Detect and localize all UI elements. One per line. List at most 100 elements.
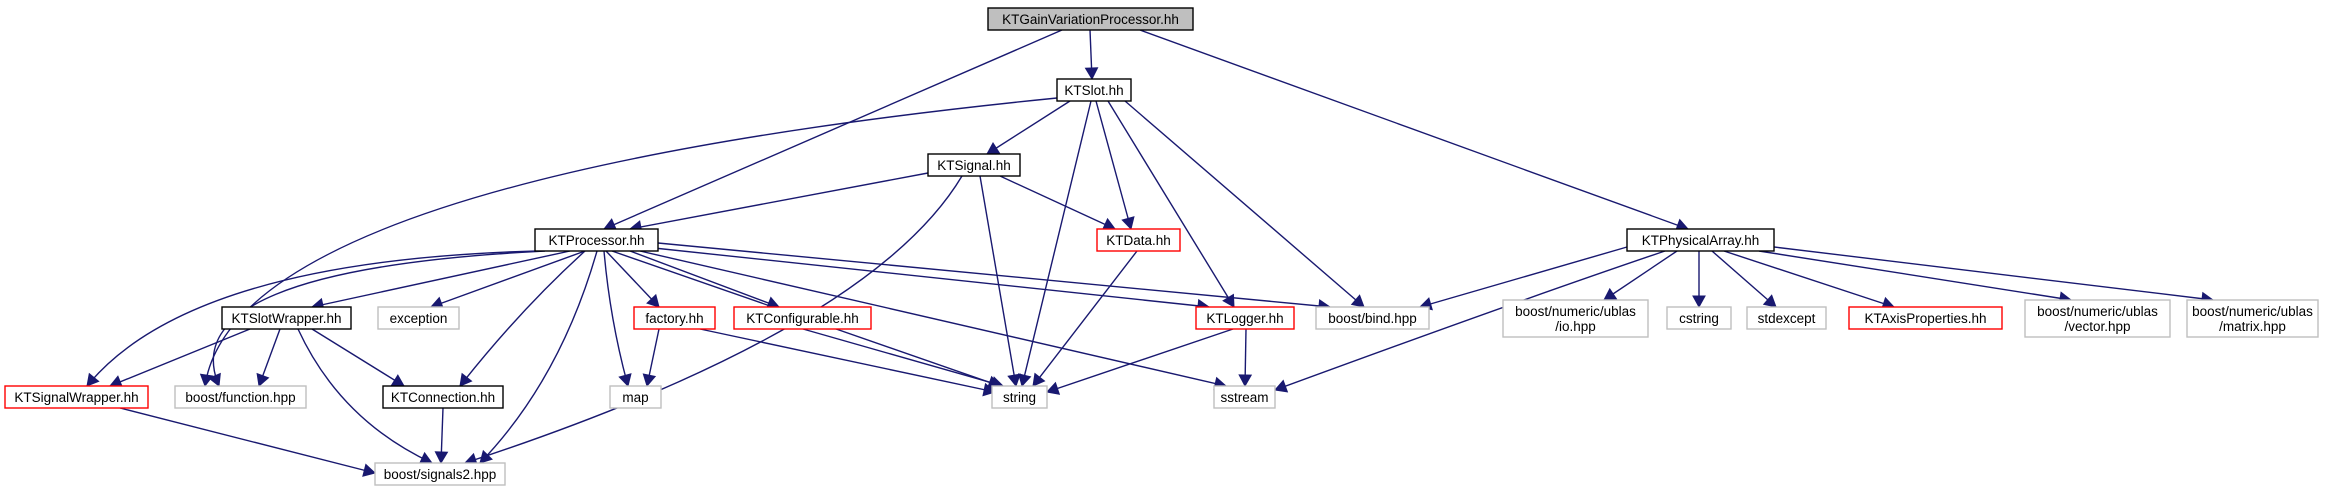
edge-line: [1032, 250, 1138, 387]
arrowhead-icon: [1007, 373, 1021, 388]
node-label: KTData.hh: [1106, 233, 1171, 248]
edge-line: [603, 29, 1063, 230]
node-box: [1056, 78, 1132, 102]
edge-line: [1046, 328, 1234, 393]
edge-line: [603, 250, 629, 387]
node-box: [1848, 306, 2003, 330]
arrowhead-icon: [642, 373, 657, 388]
edge-line: [605, 250, 660, 308]
edge-line: [479, 250, 598, 464]
edge-signalwrapper-to-signals2: [119, 407, 377, 477]
node-box: [374, 462, 506, 486]
node-axisprops[interactable]: KTAxisProperties.hh: [1848, 306, 2003, 330]
node-signals2: boost/signals2.hpp: [374, 462, 506, 486]
node-physarray[interactable]: KTPhysicalArray.hh: [1626, 228, 1775, 252]
edge-configurable-to-string: [802, 328, 1004, 390]
node-factory[interactable]: factory.hh: [633, 306, 716, 330]
edge-line: [1139, 29, 1689, 230]
node-signalwrapper[interactable]: KTSignalWrapper.hh: [4, 385, 149, 409]
edge-line: [657, 242, 1331, 308]
arrowhead-icon: [646, 293, 660, 308]
node-logger[interactable]: KTLogger.hh: [1195, 306, 1295, 330]
node-label: KTSlotWrapper.hh: [231, 311, 341, 326]
arrowhead-icon: [1084, 67, 1099, 81]
edge-physarray-to-cstring: [1692, 251, 1706, 309]
arrowhead-icon: [1121, 216, 1135, 231]
node-label: KTPhysicalArray.hh: [1642, 233, 1760, 248]
node-label: boost/function.hpp: [185, 390, 295, 405]
node-label: exception: [390, 311, 448, 326]
node-vectorublas: boost/numeric/ublas/vector.hpp: [2024, 299, 2171, 338]
edge-line: [1419, 246, 1628, 308]
node-connection[interactable]: KTConnection.hh: [382, 385, 504, 409]
arrowhead-icon: [1046, 381, 1061, 395]
edge-processor-to-signalwrapper: [86, 250, 539, 387]
edge-line: [1274, 250, 1666, 391]
edge-line: [311, 250, 571, 308]
node-label: boost/numeric/ublas: [2192, 304, 2313, 319]
node-label: sstream: [1220, 390, 1268, 405]
node-stdexcept: stdexcept: [1746, 306, 1827, 330]
edge-line: [212, 250, 546, 387]
edge-line: [629, 172, 929, 230]
arrowhead-icon: [986, 141, 1001, 155]
edge-processor-to-logger: [653, 247, 1211, 313]
edge-processor-to-factory: [605, 250, 660, 308]
node-box: [4, 385, 149, 409]
edge-physarray-to-sstream: [1274, 250, 1666, 393]
edge-line: [1021, 100, 1092, 387]
edge-line: [699, 328, 996, 393]
node-configurable[interactable]: KTConfigurable.hh: [733, 306, 872, 330]
node-box: [1746, 306, 1827, 330]
node-box: [991, 385, 1048, 409]
edges-layer: [86, 29, 2215, 477]
edge-slot-to-logger: [1107, 100, 1235, 308]
node-label: string: [1003, 390, 1036, 405]
edge-line: [109, 328, 251, 387]
edge-line: [653, 247, 1210, 308]
node-slotwrapper[interactable]: KTSlotWrapper.hh: [221, 306, 352, 330]
edge-physarray-to-ioublas: [1603, 250, 1678, 301]
arrowhead-icon: [362, 463, 377, 477]
node-box: [2186, 299, 2319, 338]
edge-line: [311, 328, 405, 387]
arrowhead-icon: [479, 449, 493, 464]
edge-signal-to-string: [979, 175, 1021, 388]
arrowhead-icon: [256, 372, 270, 387]
edge-line: [1723, 250, 1895, 308]
edge-line: [1711, 250, 1777, 308]
arrowhead-icon: [1603, 287, 1618, 301]
arrowhead-icon: [86, 372, 100, 387]
node-ktdata[interactable]: KTData.hh: [1096, 228, 1181, 252]
edge-physarray-to-axisprops: [1723, 250, 1895, 310]
arrowhead-icon: [1762, 294, 1777, 308]
node-signal[interactable]: KTSignal.hh: [927, 153, 1021, 177]
edge-line: [1095, 100, 1132, 230]
edge-line: [1124, 100, 1365, 308]
node-box: [221, 306, 352, 330]
node-function: boost/function.hpp: [174, 385, 307, 409]
edge-processor-to-map: [603, 250, 632, 388]
arrowhead-icon: [459, 372, 473, 387]
node-label: KTConnection.hh: [391, 390, 495, 405]
node-matrixublas: boost/numeric/ublas/matrix.hpp: [2186, 299, 2319, 338]
node-slot[interactable]: KTSlot.hh: [1056, 78, 1132, 102]
edge-line: [1773, 246, 2214, 301]
node-processor[interactable]: KTProcessor.hh: [534, 228, 659, 252]
arrowhead-icon: [434, 451, 449, 465]
node-label: boost/numeric/ublas: [2037, 304, 2158, 319]
edge-line: [1603, 250, 1678, 301]
edge-processor-to-connection: [459, 250, 586, 387]
edge-root-to-processor: [603, 29, 1063, 231]
edge-factory-to-map: [642, 328, 660, 388]
node-box: [927, 153, 1021, 177]
edge-line: [979, 175, 1017, 387]
node-label: boost/signals2.hpp: [384, 467, 497, 482]
node-root[interactable]: KTGainVariationProcessor.hh: [987, 7, 1194, 31]
node-box: [1626, 228, 1775, 252]
arrowhead-icon: [1350, 294, 1365, 308]
arrowhead-icon: [1238, 374, 1253, 388]
edge-line: [802, 328, 1004, 387]
node-box: [382, 385, 504, 409]
edge-signal-to-processor: [628, 172, 929, 234]
